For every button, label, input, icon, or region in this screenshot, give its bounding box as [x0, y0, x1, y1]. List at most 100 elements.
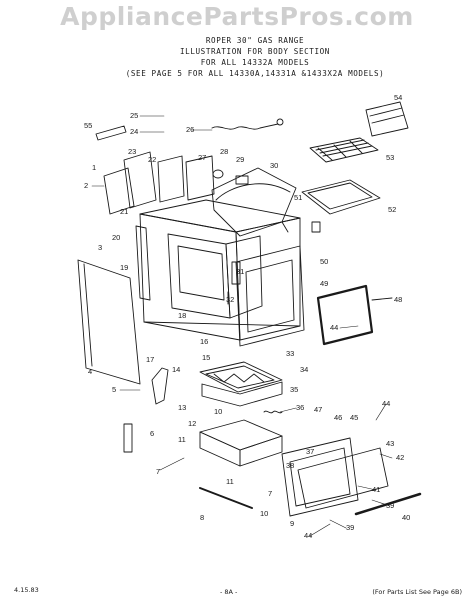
callout-7b: 7 — [268, 489, 272, 498]
callout-4: 4 — [88, 367, 92, 376]
parts-list-note: (For Parts List See Page 6B) — [372, 588, 462, 596]
callout-44c: 44 — [304, 531, 312, 540]
part-40-handle — [354, 492, 422, 516]
callout-5: 5 — [112, 385, 116, 394]
part-53-oven-rack — [309, 137, 379, 163]
title-line-3: FOR ALL 14332A MODELS — [200, 58, 310, 67]
callout-40: 40 — [402, 513, 410, 522]
part-50-door-frame — [235, 245, 305, 347]
part-48-seal — [371, 297, 393, 301]
callout-28: 28 — [220, 147, 228, 156]
callout-17: 17 — [146, 355, 154, 364]
page-number: - 8A - — [220, 588, 238, 596]
part-51-knob — [311, 221, 321, 233]
leader-lines — [91, 115, 393, 537]
part-22-support — [157, 155, 185, 203]
callout-8: 8 — [200, 513, 204, 522]
part-9-drawer-panel — [281, 437, 359, 517]
callout-3: 3 — [98, 243, 102, 252]
title-line-1: ROPER 30" GAS RANGE — [205, 36, 305, 45]
callout-32: 32 — [226, 295, 234, 304]
callout-53: 53 — [386, 153, 394, 162]
callout-25: 25 — [130, 111, 138, 120]
callout-19: 19 — [120, 263, 128, 272]
part-4-side-panel — [77, 259, 141, 385]
callout-33: 33 — [286, 349, 294, 358]
part-15-burner-box — [199, 361, 283, 393]
part-6-hinge — [123, 423, 133, 453]
callout-42: 42 — [396, 453, 404, 462]
range-body — [139, 199, 301, 341]
part-8-rod — [199, 487, 253, 509]
part-16-oven-liner — [167, 233, 263, 319]
watermark: AppliancePartsPros.com — [60, 2, 414, 31]
callout-16: 16 — [200, 337, 208, 346]
callout-24: 24 — [130, 127, 138, 136]
part-20-side-strip — [135, 225, 151, 301]
callout-54: 54 — [394, 93, 402, 102]
part-13-bracket — [151, 367, 169, 405]
part-29-bracket — [235, 175, 249, 185]
callout-10b: 10 — [260, 509, 268, 518]
callout-35: 35 — [290, 385, 298, 394]
callout-44b: 44 — [382, 399, 390, 408]
part-28-clip — [212, 169, 224, 179]
callout-45: 45 — [350, 413, 358, 422]
callout-39b: 39 — [346, 523, 354, 532]
callout-47: 47 — [314, 405, 322, 414]
part-30-cooktop — [211, 167, 297, 237]
part-55-plate — [95, 125, 127, 141]
callout-44a: 44 — [330, 323, 338, 332]
callout-39: 39 — [386, 501, 394, 510]
title-line-2: ILLUSTRATION FOR BODY SECTION — [180, 47, 330, 56]
part-27-panel — [185, 155, 215, 201]
part-23-bracket — [123, 151, 157, 209]
callout-1: 1 — [92, 163, 96, 172]
part-35-tray — [201, 381, 283, 407]
callout-15: 15 — [202, 353, 210, 362]
callout-26: 26 — [186, 125, 194, 134]
footer-date: 4.15.83 — [14, 586, 39, 594]
callout-9: 9 — [290, 519, 294, 528]
callout-36: 36 — [296, 403, 304, 412]
part-12-drawer — [199, 419, 283, 467]
callout-34: 34 — [300, 365, 308, 374]
callout-37: 37 — [306, 447, 314, 456]
callout-43: 43 — [386, 439, 394, 448]
part-49-door-gasket — [316, 284, 374, 346]
part-36-spring — [263, 410, 283, 414]
callout-48: 48 — [394, 295, 402, 304]
callout-10: 10 — [214, 407, 222, 416]
part-52-broil-pan — [301, 179, 381, 215]
callout-29: 29 — [236, 155, 244, 164]
callout-12: 12 — [188, 419, 196, 428]
callout-49: 49 — [320, 279, 328, 288]
callout-46: 46 — [334, 413, 342, 422]
part-26-igniter — [211, 118, 284, 130]
callout-labels: 54 53 52 51 30 29 28 27 26 25 24 55 23 2… — [84, 93, 410, 540]
callout-50: 50 — [320, 257, 328, 266]
callout-11a: 11 — [178, 435, 186, 444]
callout-51: 51 — [294, 193, 302, 202]
callout-11b: 11 — [226, 477, 234, 486]
part-31-bracket — [231, 261, 241, 285]
callout-38: 38 — [286, 461, 294, 470]
callout-22: 22 — [148, 155, 156, 164]
title-block: ROPER 30" GAS RANGE ILLUSTRATION FOR BOD… — [60, 35, 450, 79]
callout-23: 23 — [128, 147, 136, 156]
callout-6: 6 — [150, 429, 154, 438]
callout-31: 31 — [236, 267, 244, 276]
callout-30: 30 — [270, 161, 278, 170]
callout-14: 14 — [172, 365, 180, 374]
callout-55: 55 — [84, 121, 92, 130]
title-line-4: (SEE PAGE 5 FOR ALL 14330A,14331A &1433X… — [125, 69, 385, 78]
callout-18: 18 — [178, 311, 186, 320]
callout-52: 52 — [388, 205, 396, 214]
part-42-drawer-front — [297, 447, 389, 509]
callout-2: 2 — [84, 181, 88, 190]
callout-21: 21 — [120, 207, 128, 216]
part-54-back-panel — [365, 101, 409, 137]
callout-7a: 7 — [156, 467, 160, 476]
callout-41: 41 — [372, 485, 380, 494]
callout-13: 13 — [178, 403, 186, 412]
